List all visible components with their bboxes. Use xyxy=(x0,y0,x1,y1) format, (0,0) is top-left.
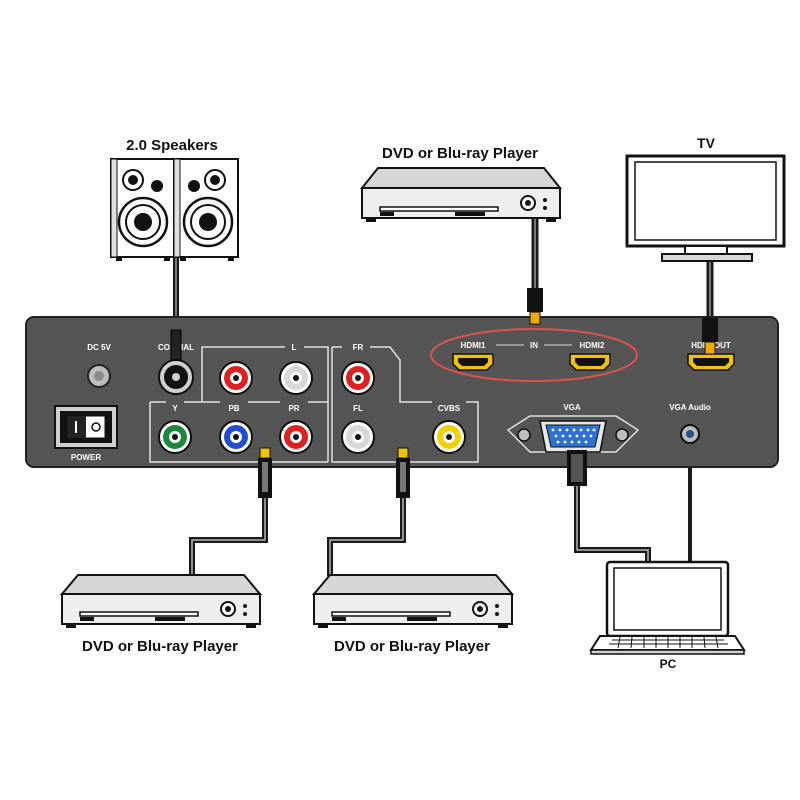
dvd-top-label: DVD or Blu-ray Player xyxy=(382,145,538,162)
dvd-bottom-middle-label: DVD or Blu-ray Player xyxy=(334,638,490,655)
laptop-keyboard xyxy=(609,636,728,649)
tv: TV xyxy=(625,135,786,262)
speaker-left xyxy=(110,158,177,261)
rca-audio-l-port[interactable] xyxy=(279,361,313,395)
rca-cvbs-port[interactable] xyxy=(432,420,466,454)
rca-pr-port[interactable] xyxy=(279,420,313,454)
hdmi-in-plug xyxy=(527,288,543,325)
cables xyxy=(173,214,714,578)
vga-audio-label: VGA Audio xyxy=(669,403,711,412)
hdmi-out-plug xyxy=(702,318,718,355)
plugs xyxy=(170,288,718,498)
rca-fl-port[interactable] xyxy=(341,420,375,454)
pc-laptop: PC xyxy=(589,560,746,671)
vga-audio-port[interactable] xyxy=(680,424,700,444)
switch-back-panel: DC 5V POWER COAXIAL xyxy=(25,316,779,468)
dvd-player-bottom-left: DVD or Blu-ray Player xyxy=(59,574,263,655)
power-label: POWER xyxy=(71,453,101,462)
dvd-player-top: DVD or Blu-ray Player xyxy=(359,145,563,222)
dvd-left-component-cable xyxy=(189,467,268,578)
dc-5v-label: DC 5V xyxy=(87,343,111,352)
hdmi1-label: HDMI1 xyxy=(461,341,486,350)
cvbs-label: CVBS xyxy=(438,404,461,413)
audio-l-label: L xyxy=(292,343,297,352)
av-plug xyxy=(396,447,410,498)
coax-plug xyxy=(170,329,182,361)
component-plug xyxy=(258,447,272,498)
hdmi-out-port[interactable] xyxy=(687,353,735,371)
hdmi2-label: HDMI2 xyxy=(580,341,605,350)
rca-y-port[interactable] xyxy=(158,420,192,454)
fl-label: FL xyxy=(353,404,363,413)
power-switch[interactable] xyxy=(54,405,118,449)
pc-label: PC xyxy=(660,657,677,671)
dvd-player-bottom-middle: DVD or Blu-ray Player xyxy=(311,574,515,655)
tv-label: TV xyxy=(697,135,716,151)
pr-label: PR xyxy=(288,404,299,413)
coaxial-port[interactable] xyxy=(158,359,194,395)
pb-label: PB xyxy=(228,404,239,413)
fr-label: FR xyxy=(353,343,364,352)
in-label: IN xyxy=(530,341,538,350)
rca-fr-port[interactable] xyxy=(341,361,375,395)
vga-port[interactable] xyxy=(506,415,640,453)
rca-pb-port[interactable] xyxy=(219,420,253,454)
rca-audio-r-port[interactable] xyxy=(219,361,253,395)
vga-plug xyxy=(567,450,587,486)
pc-vga-cable xyxy=(574,467,651,565)
y-label: Y xyxy=(172,404,178,413)
speaker-right xyxy=(173,158,239,261)
speakers: 2.0 Speakers xyxy=(110,137,239,261)
hdmi1-port[interactable] xyxy=(452,353,494,371)
dvd-middle-av-cable xyxy=(327,467,406,578)
hdmi2-port[interactable] xyxy=(569,353,611,371)
hdmi-in-highlight xyxy=(430,328,638,382)
speakers-label: 2.0 Speakers xyxy=(126,137,218,154)
dvd-bottom-left-label: DVD or Blu-ray Player xyxy=(82,638,238,655)
vga-label: VGA xyxy=(563,403,581,412)
